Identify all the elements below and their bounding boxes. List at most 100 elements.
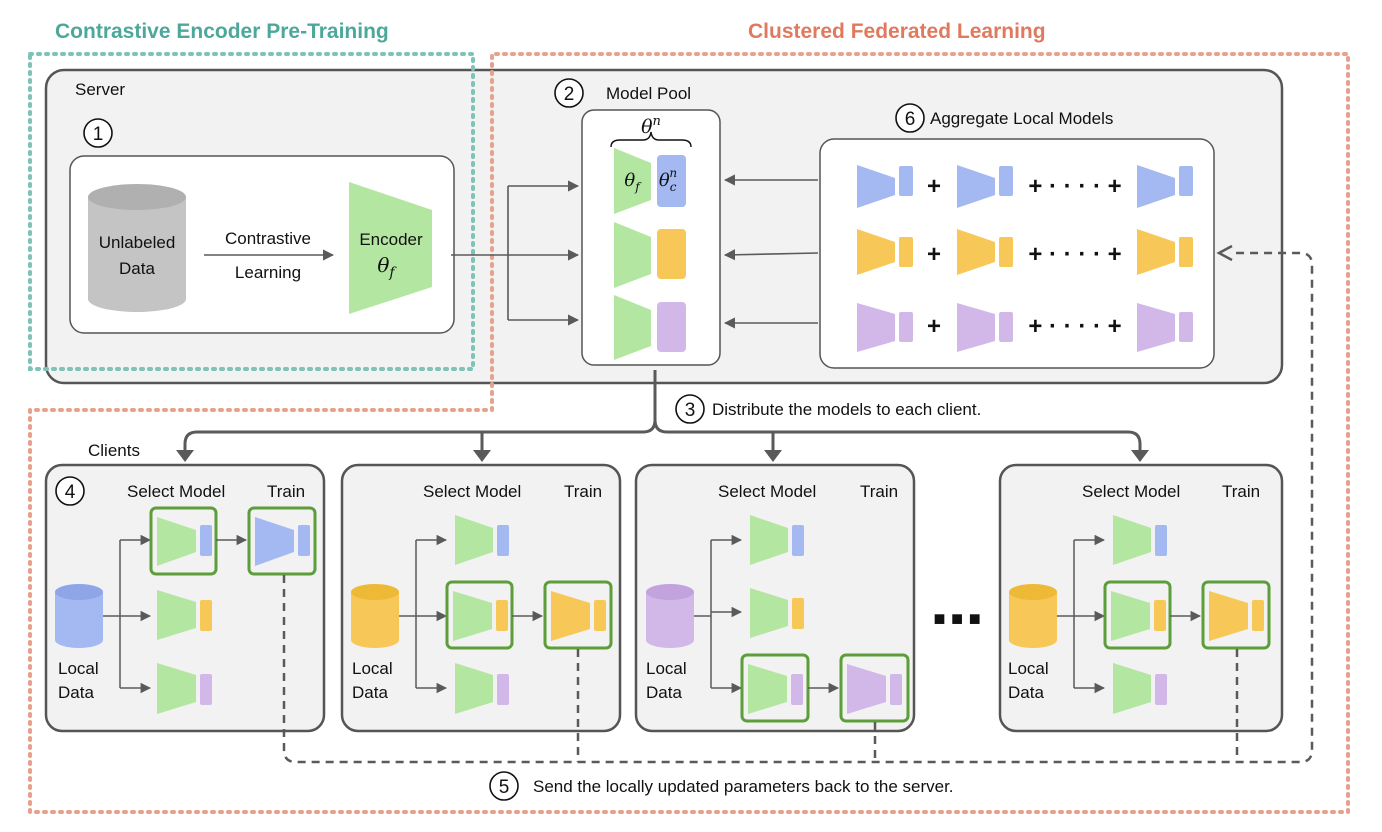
- agg-yellow-head-2-icon: [999, 237, 1013, 267]
- client-3-branch-lines: [694, 540, 712, 688]
- client-1-head-purple-icon: [200, 674, 212, 705]
- client-3-head-yellow-icon: [792, 598, 804, 629]
- client-1-train-label: Train: [267, 482, 305, 501]
- unlabeled-label: Unlabeled: [99, 233, 176, 252]
- step-2-circle: [554, 78, 584, 108]
- step-5-circle: [489, 771, 519, 801]
- client-2-encoder-1-icon: [455, 515, 493, 565]
- client-3-trained-model-icon: [847, 664, 886, 714]
- client-1-encoder-3-icon: [157, 663, 196, 714]
- client-3-encoder-3-icon: [748, 664, 787, 714]
- client-4-encoder-1-icon: [1113, 515, 1151, 565]
- client-3-encoder-1-icon: [750, 515, 788, 565]
- client-4-train-label: Train: [1222, 482, 1260, 501]
- encoder-label: Encoder: [359, 230, 423, 249]
- client-2-trained-frame: [543, 580, 613, 650]
- client-3-trained-frame: [839, 653, 910, 723]
- client-4-encoder-3-icon: [1113, 663, 1151, 714]
- client-3-head-blue-icon: [792, 525, 804, 556]
- client-4-trained-frame: [1201, 580, 1271, 650]
- step-1-circle: [83, 118, 113, 148]
- agg-dots-2: + · · · · +: [1028, 241, 1121, 268]
- federated-title: Clustered Federated Learning: [748, 20, 1046, 43]
- encoder-trapezoid-icon: [349, 182, 432, 314]
- pool-head-yellow-icon: [657, 229, 686, 279]
- distribute-text: Distribute the models to each client.: [712, 400, 981, 419]
- agg-purple-head-3-icon: [1179, 312, 1193, 342]
- client-1-select-label: Select Model: [127, 482, 225, 501]
- server-label: Server: [75, 80, 125, 99]
- pool-encoder-2-icon: [614, 222, 651, 288]
- agg-yellow-model-3-icon: [1137, 229, 1175, 275]
- clients-ellipsis: ■ ■ ■: [933, 608, 980, 630]
- step-2-number: 2: [564, 84, 575, 105]
- agg-blue-model-1-icon: [857, 165, 895, 208]
- agg-blue-head-3-icon: [1179, 166, 1193, 196]
- client-2-select-label: Select Model: [423, 482, 521, 501]
- agg-purple-model-2-icon: [957, 303, 995, 352]
- agg-dots-3: + · · · · +: [1028, 313, 1121, 340]
- agg-plus-3: +: [927, 313, 941, 340]
- client-3-local-data-icon: [646, 584, 694, 648]
- unlabeled-data-cylinder-icon: [88, 184, 186, 312]
- send-back-text: Send the locally updated parameters back…: [533, 777, 954, 796]
- client-4-encoder-2-icon: [1111, 591, 1150, 641]
- step-6-circle: [895, 103, 925, 133]
- step-5-number: 5: [499, 777, 510, 798]
- step-6-number: 6: [905, 109, 916, 130]
- client-1-local-label: Local: [58, 659, 99, 678]
- client-3-select-label: Select Model: [718, 482, 816, 501]
- client-4-local-label: Local: [1008, 659, 1049, 678]
- client-4-local-data-icon: [1009, 584, 1057, 648]
- agg-blue-head-2-icon: [999, 166, 1013, 196]
- client-1-head-blue-icon: [200, 525, 212, 556]
- aggregate-box: [819, 138, 1215, 369]
- agg-purple-model-3-icon: [1137, 303, 1175, 352]
- agg-plus-1: +: [927, 173, 941, 200]
- step-3-circle: [675, 394, 705, 424]
- client-2-head-purple-icon: [497, 674, 509, 705]
- pool-theta-f: θf: [624, 170, 642, 194]
- distribution-arrowheads: [176, 450, 1149, 462]
- client-2-encoder-3-icon: [455, 663, 493, 714]
- agg-blue-head-1-icon: [899, 166, 913, 196]
- aggregate-title: Aggregate Local Models: [930, 109, 1113, 128]
- feedback-dashed-lines: [282, 251, 1314, 764]
- client-4-trained-head-icon: [1252, 600, 1264, 631]
- contrastive-label: Contrastive: [225, 229, 311, 248]
- client-2-train-label: Train: [564, 482, 602, 501]
- client-4-head-yellow-icon: [1154, 600, 1166, 631]
- client-2-branch-lines: [399, 540, 417, 688]
- agg-yellow-model-1-icon: [857, 229, 895, 275]
- client-4-data-label: Data: [1008, 683, 1044, 702]
- client-1-encoder-2-icon: [157, 590, 196, 640]
- pretraining-title: Contrastive Encoder Pre-Training: [55, 20, 389, 43]
- agg-blue-model-3-icon: [1137, 165, 1175, 208]
- client-1-local-data-icon: [55, 584, 103, 648]
- client-1-selected-model-frame: [149, 506, 218, 576]
- learning-label: Learning: [235, 263, 301, 282]
- step-3-number: 3: [685, 400, 696, 421]
- client-panel-2: [340, 463, 622, 733]
- step-1-number: 1: [93, 124, 104, 145]
- step-4-circle: [55, 476, 85, 506]
- pretraining-region: [28, 52, 475, 371]
- agg-purple-model-1-icon: [857, 303, 895, 352]
- client-2-encoder-2-icon: [453, 591, 492, 641]
- client-3-data-label: Data: [646, 683, 682, 702]
- agg-yellow-head-3-icon: [1179, 237, 1193, 267]
- agg-purple-head-1-icon: [899, 312, 913, 342]
- aggregate-arrow-2: [723, 249, 819, 261]
- distribution-tree: [183, 370, 1142, 452]
- theta-brace: [610, 131, 692, 148]
- agg-blue-model-2-icon: [957, 165, 995, 208]
- client-1-trained-model-icon: [255, 517, 294, 566]
- step-4-number: 4: [65, 482, 76, 503]
- pool-encoder-1-icon: [614, 148, 651, 214]
- client-2-trained-head-icon: [594, 600, 606, 631]
- client-2-head-yellow-icon: [496, 600, 508, 631]
- client-1-trained-head-icon: [298, 525, 310, 556]
- client-1-data-label: Data: [58, 683, 94, 702]
- client-3-local-label: Local: [646, 659, 687, 678]
